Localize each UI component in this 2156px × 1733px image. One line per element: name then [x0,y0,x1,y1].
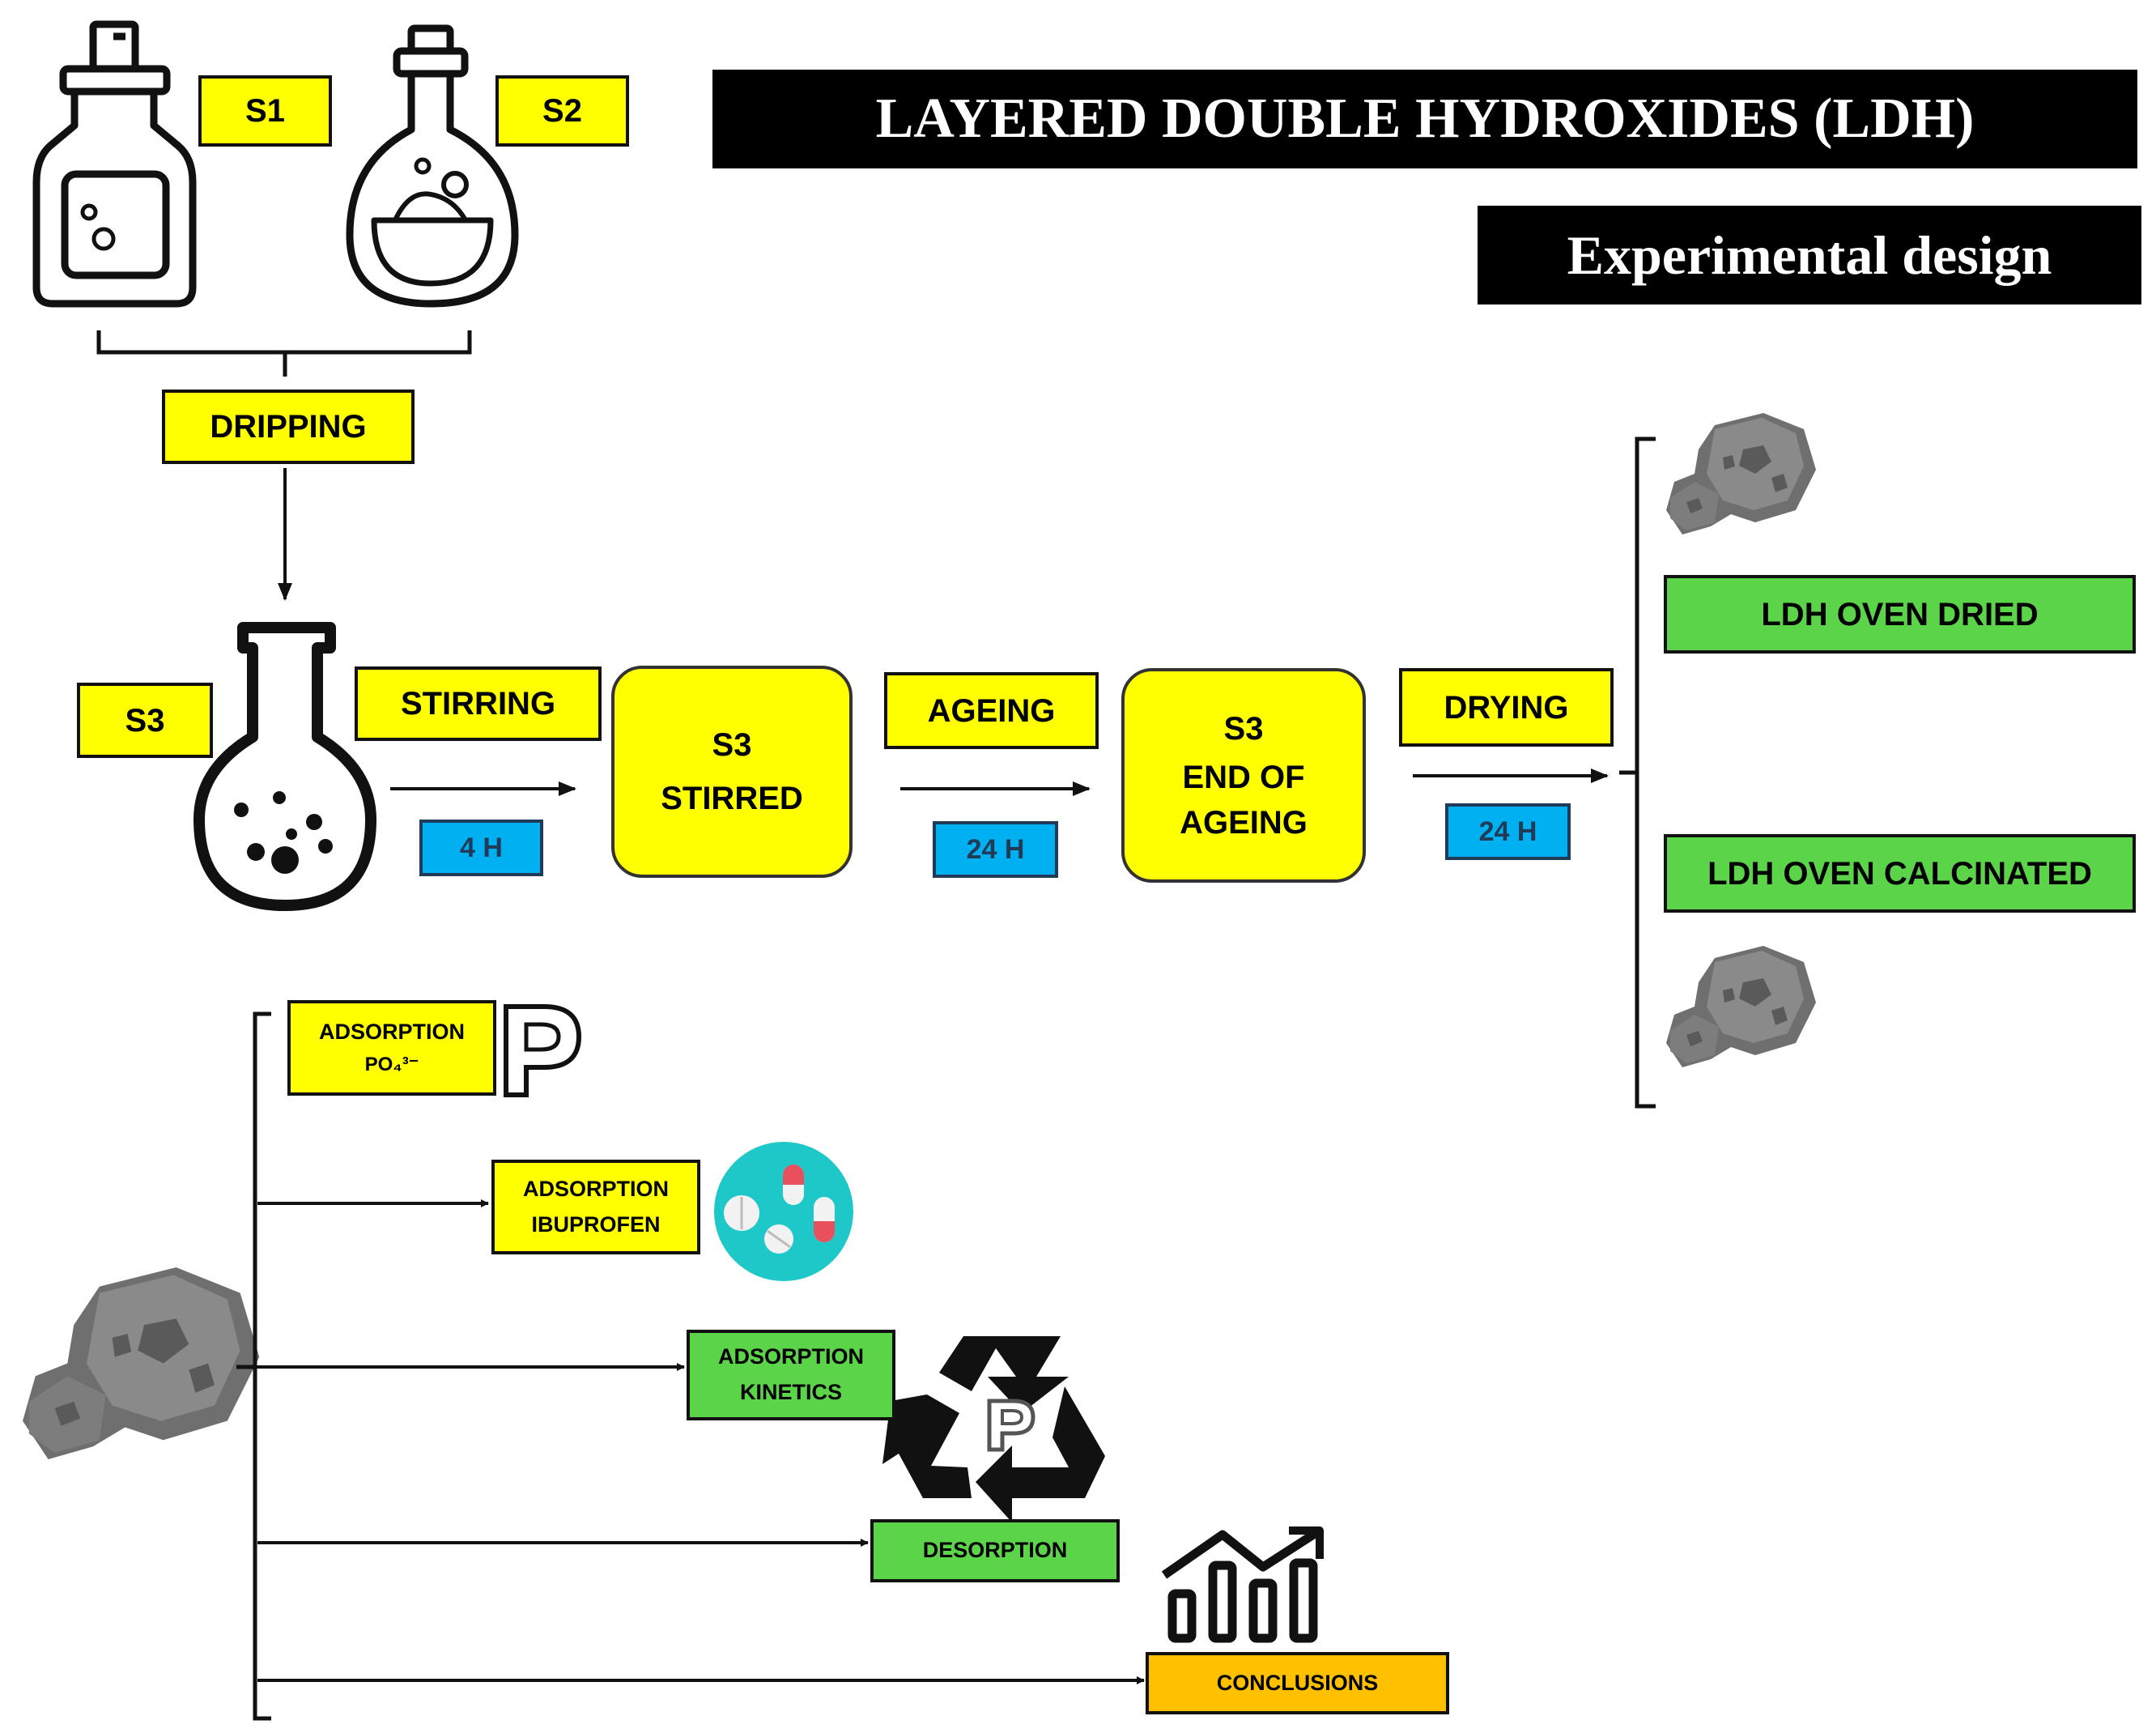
page-subtitle: Experimental design [1478,206,2141,304]
reagent-bottle-icon [32,20,197,308]
analysis-ibuprofen-line2: IBUPROFEN [531,1211,661,1237]
stirring-time-badge: 4 H [419,820,543,876]
label-s1: S1 [198,75,332,147]
product-oven-calcinated: LDH OVEN CALCINATED [1664,834,2136,913]
merge-bracket [96,330,472,377]
ageing-time-badge: 24 H [933,821,1058,878]
volumetric-flask-icon [193,622,376,911]
analysis-phosphate-line2: PO₄³⁻ [364,1053,419,1075]
state-s3-end-of-ageing: S3 END OF AGEING [1121,668,1366,883]
rock-sample-icon [1666,946,1816,1067]
step-drying: DRYING [1399,668,1614,747]
analysis-ibuprofen: ADSORPTION IBUPROFEN [491,1160,700,1254]
analysis-phosphate-line1: ADSORPTION [318,1020,465,1045]
analysis-desorption: DESORPTION [870,1519,1120,1582]
rock-sample-icon [1666,413,1816,534]
state-s3-stirred-line1: S3 [712,727,752,763]
state-s3-aged-line2: END OF [1182,759,1305,795]
step-stirring: STIRRING [355,666,602,741]
recycle-icon [882,1336,1105,1522]
state-s3-stirred-line2: STIRRED [661,781,803,816]
step-ageing: AGEING [884,672,1099,749]
analysis-kinetics: ADSORPTION KINETICS [687,1330,895,1420]
state-s3-aged-line3: AGEING [1180,804,1308,841]
analysis-ibuprofen-line1: ADSORPTION [522,1176,669,1201]
drying-time-badge: 24 H [1445,803,1571,860]
rock-sample-icon [23,1267,260,1459]
page-title: LAYERED DOUBLE HYDROXIDES (LDH) [712,70,2137,168]
analysis-kinetics-line1: ADSORPTION [717,1344,864,1369]
products-bracket [1619,436,1656,1109]
round-flask-icon [346,24,519,308]
growth-chart-icon [1161,1526,1324,1643]
product-oven-dried: LDH OVEN DRIED [1664,575,2136,654]
label-s3: S3 [77,683,213,758]
state-s3-stirred: S3 STIRRED [611,666,853,878]
state-s3-aged-line1: S3 [1223,710,1264,747]
phosphorus-icon [504,1004,582,1097]
analysis-conclusions: CONCLUSIONS [1146,1652,1449,1714]
analysis-phosphate: ADSORPTION PO₄³⁻ [287,1000,496,1096]
pills-icon [714,1142,853,1281]
label-s2: S2 [495,75,629,147]
step-dripping: DRIPPING [162,390,415,464]
analysis-kinetics-line2: KINETICS [739,1380,842,1404]
